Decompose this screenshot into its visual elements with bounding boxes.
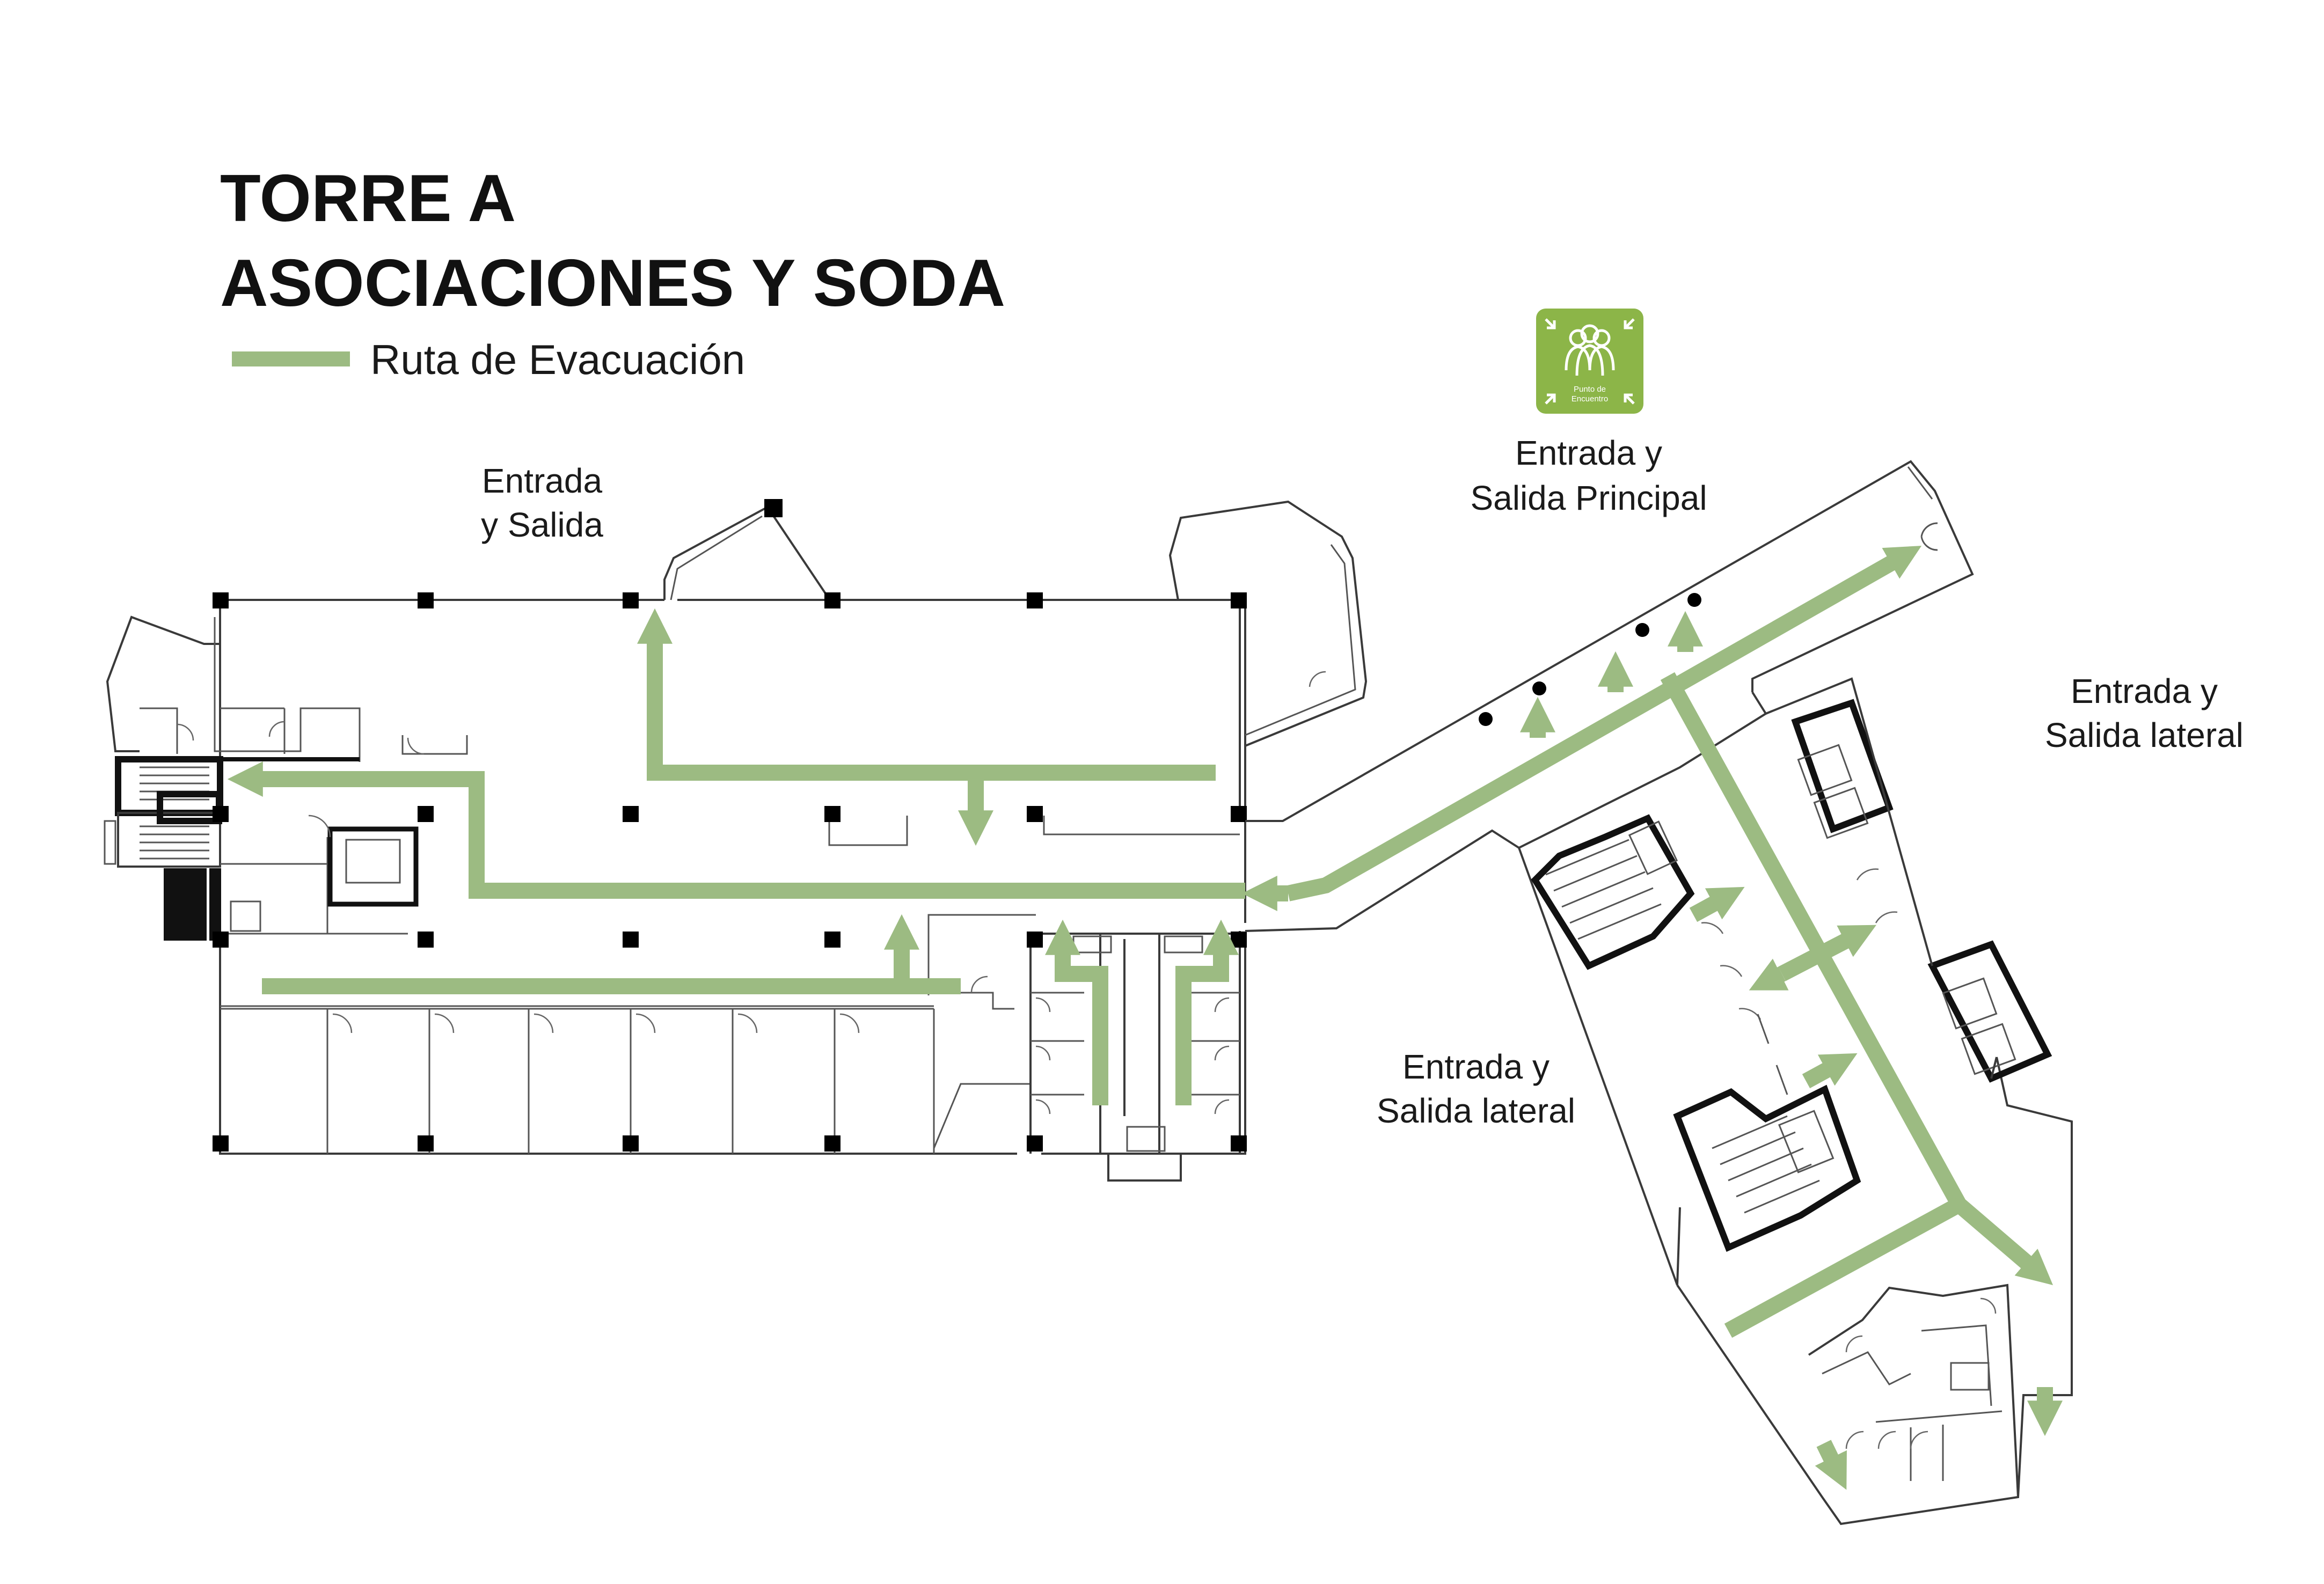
label-entrance-main: Entrada y Salida Principal	[1470, 434, 1707, 517]
route-side-lateral-back	[1749, 958, 1789, 991]
evacuation-routes	[227, 546, 2063, 1490]
label-entrance-side-center-line2: Salida lateral	[1377, 1091, 1575, 1130]
route-north-entrance	[637, 608, 1216, 781]
route-east-spine	[1660, 672, 2053, 1286]
label-entrance-main-line2: Salida Principal	[1470, 479, 1707, 517]
meeting-point-text-1: Punto de	[1574, 385, 1606, 394]
route-side-lateral	[1778, 925, 1877, 981]
building-east-tower	[1518, 677, 2073, 1526]
route-restroom-right	[1175, 919, 1239, 1105]
meeting-point-text-2: Encuentro	[1572, 394, 1608, 404]
label-entrance-side-right-line2: Salida lateral	[2045, 716, 2243, 754]
route-south-exit-left	[1815, 1440, 1847, 1490]
route-stair-lower	[1802, 1053, 1858, 1089]
label-entrance-side-center-line1: Entrada y	[1402, 1047, 1550, 1086]
legend-route-swatch	[232, 351, 350, 366]
route-restroom-left	[1044, 919, 1108, 1105]
route-main-exit	[1286, 546, 1922, 901]
legend-route-label: Ruta de Evacuación	[370, 336, 745, 383]
label-entrance-left-line2: y Salida	[481, 505, 603, 544]
meeting-point-sign: Punto de Encuentro	[1536, 309, 1643, 414]
label-entrance-side-center: Entrada y Salida lateral	[1377, 1047, 1575, 1130]
connector-corridor	[1245, 460, 1974, 932]
route-west-stair	[227, 761, 1245, 899]
label-entrance-left-line1: Entrada	[482, 461, 603, 500]
map-title: TORRE A ASOCIACIONES Y SODA	[220, 162, 1005, 320]
meeting-point-icon	[1545, 318, 1635, 405]
route-east-cross	[1724, 1197, 1963, 1338]
legend: Ruta de Evacuación	[232, 336, 745, 383]
route-lower-corridor	[262, 939, 961, 994]
title-line-2: ASOCIACIONES Y SODA	[220, 246, 1005, 320]
label-entrance-side-right: Entrada y Salida lateral	[2045, 672, 2243, 754]
label-entrance-side-right-line1: Entrada y	[2071, 672, 2218, 710]
structural-columns	[213, 499, 1247, 1152]
label-entrance-main-line1: Entrada y	[1515, 434, 1662, 472]
route-stair-upper	[1689, 886, 1745, 922]
title-line-1: TORRE A	[220, 162, 516, 236]
label-entrance-left: Entrada y Salida	[481, 461, 603, 544]
